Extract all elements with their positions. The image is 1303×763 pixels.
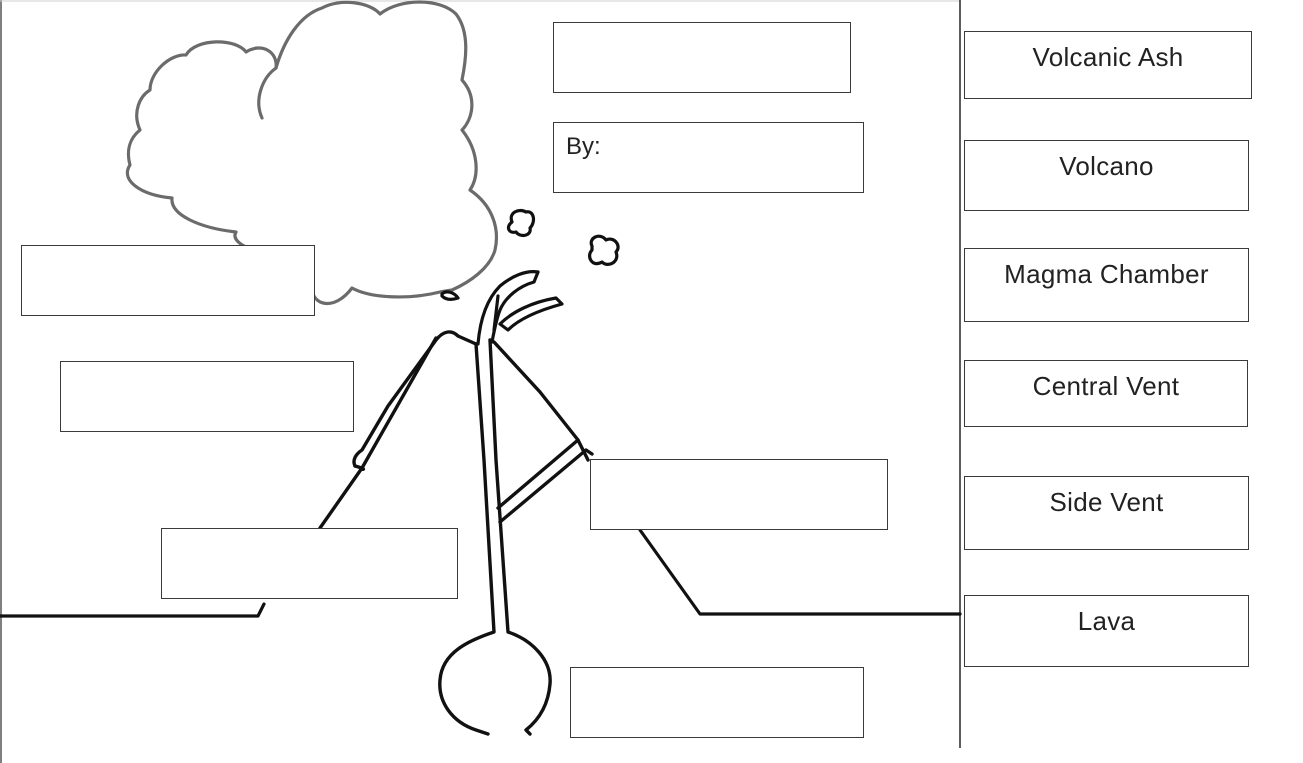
author-box[interactable]: By:	[553, 122, 864, 193]
word-label: Magma Chamber	[1004, 259, 1209, 289]
word-card-volcanic-ash[interactable]: Volcanic Ash	[964, 31, 1252, 99]
central-vent	[438, 338, 552, 736]
answer-box-1[interactable]	[21, 245, 315, 316]
word-card-central-vent[interactable]: Central Vent	[964, 360, 1248, 427]
word-label: Lava	[1077, 606, 1136, 636]
word-label: Central Vent	[1032, 371, 1180, 401]
answer-box-3[interactable]	[161, 528, 458, 599]
by-label: By:	[566, 133, 601, 160]
word-card-magma-chamber[interactable]: Magma Chamber	[964, 248, 1249, 322]
answer-box-4[interactable]	[590, 459, 888, 530]
word-card-volcano[interactable]: Volcano	[964, 140, 1249, 211]
word-label: Volcanic Ash	[1032, 42, 1184, 72]
title-box[interactable]	[553, 22, 851, 93]
lava-bombs	[506, 208, 620, 266]
answer-box-2[interactable]	[60, 361, 354, 432]
word-card-lava[interactable]: Lava	[964, 595, 1249, 667]
answer-box-5[interactable]	[570, 667, 864, 738]
volcano-cone	[318, 330, 594, 530]
ground-line	[0, 528, 962, 618]
word-label: Side Vent	[1049, 487, 1164, 517]
lava-fountain	[440, 270, 564, 346]
word-card-side-vent[interactable]: Side Vent	[964, 476, 1249, 550]
word-label: Volcano	[1059, 151, 1154, 181]
